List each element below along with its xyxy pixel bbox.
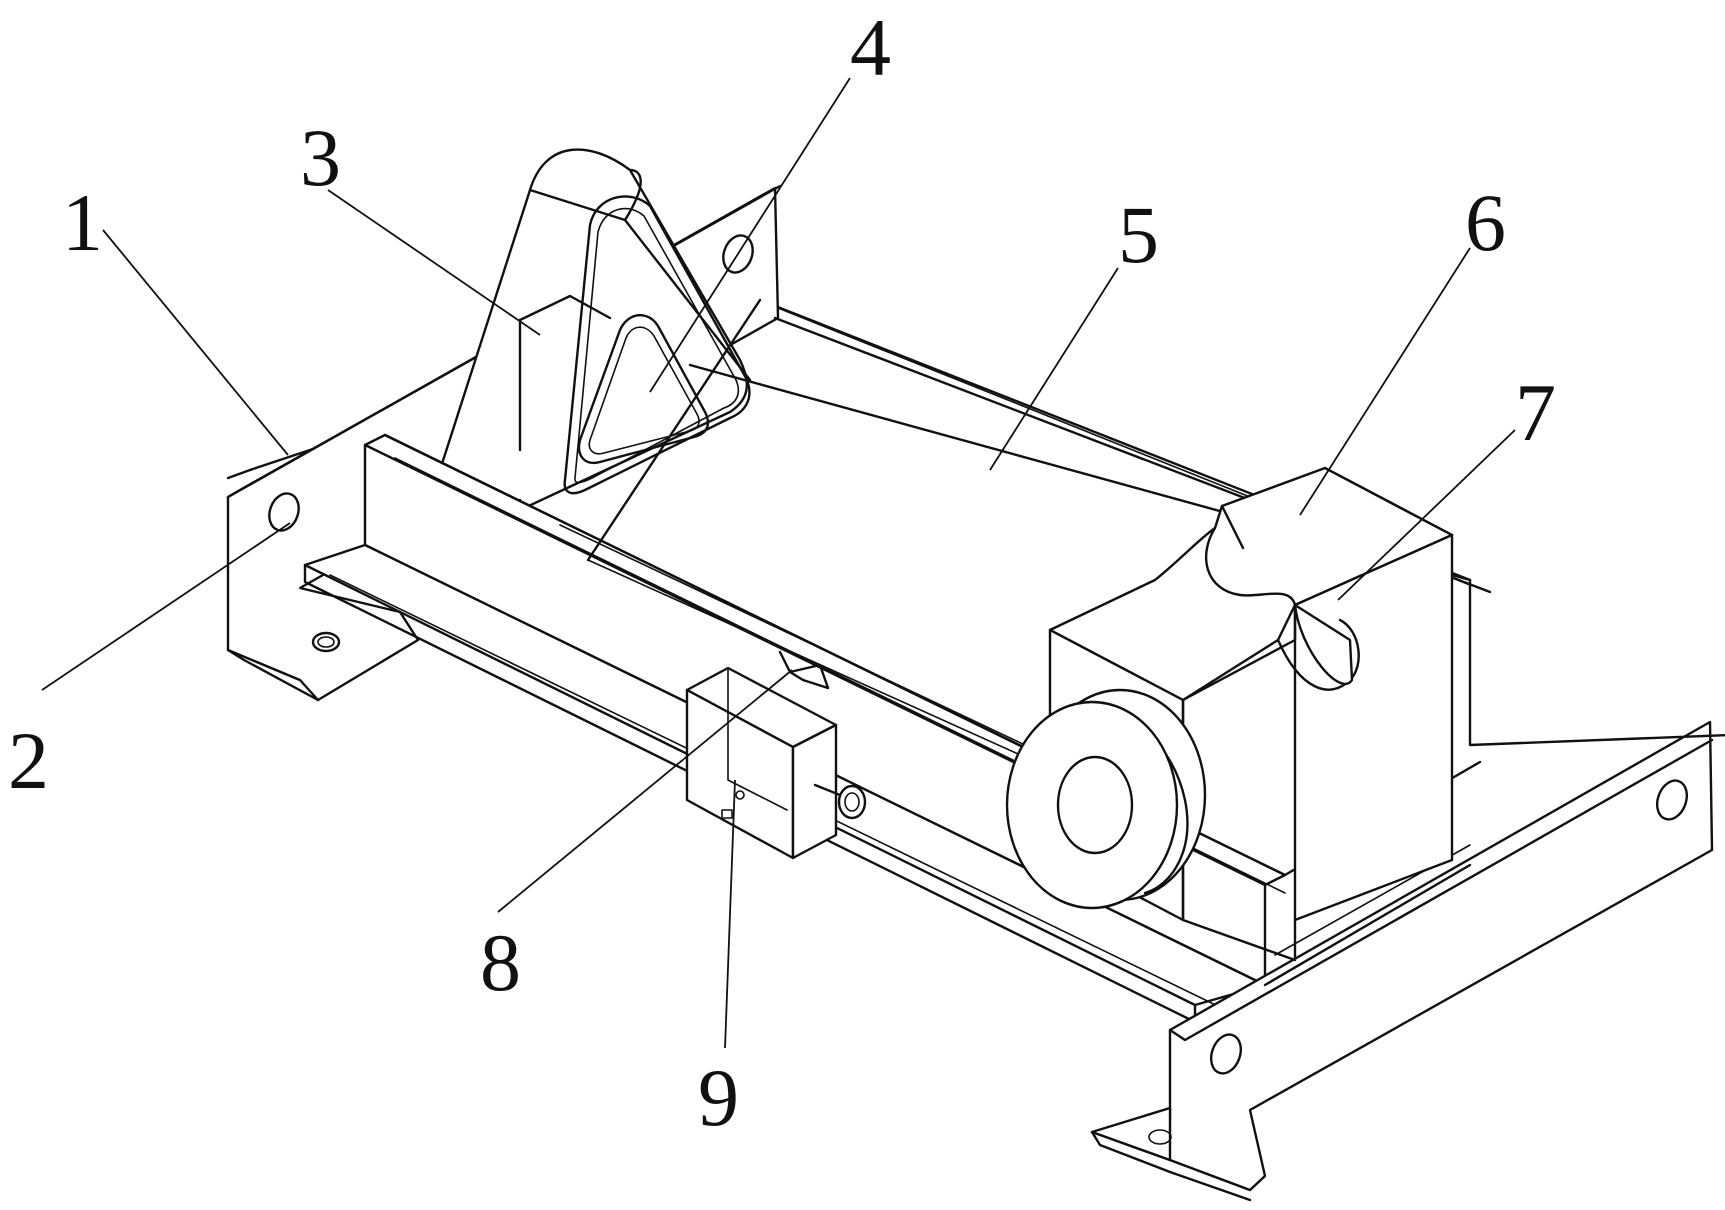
callout-2: 2 xyxy=(8,715,49,806)
leader-6 xyxy=(1299,247,1471,516)
callout-5: 5 xyxy=(1118,189,1159,280)
pulley-wheel xyxy=(1005,688,1207,910)
callout-1: 1 xyxy=(62,177,103,268)
callout-7: 7 xyxy=(1515,367,1556,458)
leader-8 xyxy=(497,669,793,913)
callout-9: 9 xyxy=(698,1052,739,1143)
leader-7 xyxy=(1337,429,1516,601)
leader-4 xyxy=(649,77,851,393)
leader-lines xyxy=(41,77,1516,1049)
bolt-hole xyxy=(317,636,335,648)
callout-3: 3 xyxy=(300,112,341,203)
bolt-hole xyxy=(1148,1129,1172,1145)
callout-numbers: 1 2 3 4 5 6 7 8 9 xyxy=(8,2,1556,1143)
leader-1 xyxy=(102,229,289,456)
callout-4: 4 xyxy=(850,2,891,93)
leader-9 xyxy=(724,779,736,1049)
callout-6: 6 xyxy=(1465,177,1506,268)
bolt-hole xyxy=(722,234,754,274)
bolt-hole xyxy=(268,492,300,532)
bolt-hole xyxy=(1655,779,1689,821)
leader-3 xyxy=(327,189,541,336)
triangle-mount xyxy=(438,148,752,512)
bolt-hole xyxy=(1209,1033,1243,1075)
leader-5 xyxy=(989,267,1119,471)
callout-8: 8 xyxy=(480,917,521,1008)
bolt-hole xyxy=(311,631,341,653)
leader-2 xyxy=(41,522,291,691)
sensor-box xyxy=(685,650,867,860)
right-end-bracket xyxy=(1090,578,1725,1202)
